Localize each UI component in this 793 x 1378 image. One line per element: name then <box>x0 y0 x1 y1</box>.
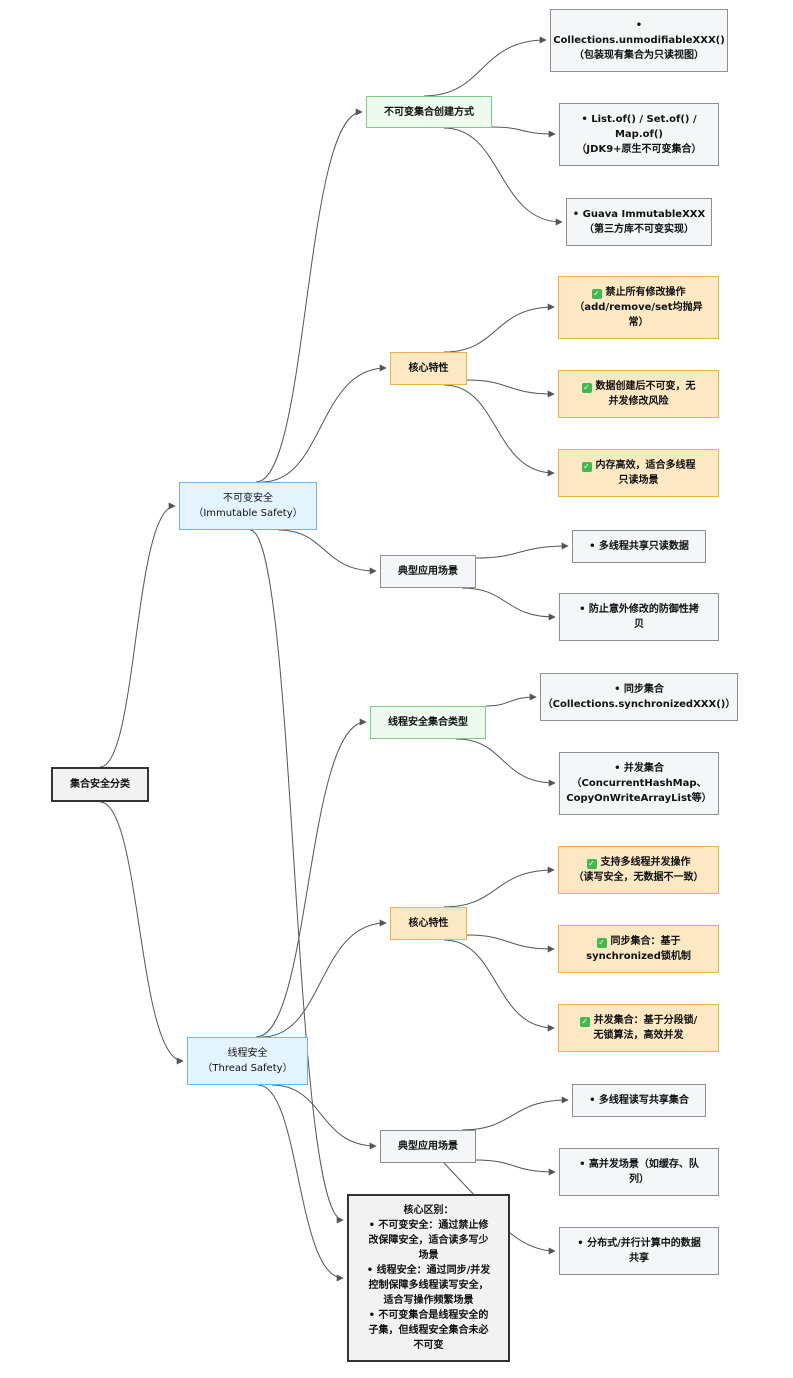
immutable-features-node: 核心特性 <box>390 352 467 385</box>
thread-scenario-item-1: • 多线程读写共享集合 <box>572 1084 706 1117</box>
immutable-creation-item-1: • Collections.unmodifiableXXX() （包装现有集合为… <box>550 9 728 72</box>
thread-scenario-item-2: • 高并发场景（如缓存、队 列） <box>559 1148 719 1196</box>
immutable-creation-node: 不可变集合创建方式 <box>366 96 492 128</box>
thread-features-label: 核心特性 <box>408 918 449 929</box>
thread-types-node: 线程安全集合类型 <box>370 706 486 739</box>
edge-creation-to-item-1 <box>423 36 547 97</box>
edge-thread-to-scenarios <box>271 1084 377 1150</box>
edge-thread-to-types <box>255 718 367 1038</box>
edge-creation-to-item-3 <box>443 127 563 226</box>
edge-immutable-to-creation <box>255 108 363 483</box>
thread-title-line-2: （Thread Safety） <box>202 1063 293 1074</box>
edge-ifeatures-to-item-1 <box>443 303 555 353</box>
edge-tfeatures-to-item-2 <box>466 934 555 953</box>
edge-root-to-thread <box>99 801 184 1065</box>
edge-tfeatures-to-item-1 <box>443 866 555 908</box>
edge-iscenarios-to-item-2 <box>461 587 556 621</box>
thread-feature-item-1: ✓支持多线程并发操作 （读写安全，无数据不一致） <box>558 846 719 894</box>
root-label: 集合安全分类 <box>70 779 130 790</box>
thread-scenarios-node: 典型应用场景 <box>380 1130 476 1163</box>
thread-safety-node: 线程安全 （Thread Safety） <box>187 1037 308 1085</box>
immutable-scenario-item-1: • 多线程共享只读数据 <box>572 530 706 563</box>
immutable-feature-item-3: ✓内存高效，适合多线程 只读场景 <box>558 449 719 497</box>
edge-tfeatures-to-item-3 <box>443 939 555 1032</box>
immutable-scenarios-node: 典型应用场景 <box>380 555 476 588</box>
edge-tscenarios-to-item-1 <box>461 1096 569 1131</box>
edge-iscenarios-to-item-1 <box>475 542 569 559</box>
check-icon: ✓ <box>579 1017 590 1027</box>
check-icon: ✓ <box>581 383 592 393</box>
edge-tscenarios-to-item-3 <box>443 1162 556 1255</box>
edge-ifeatures-to-item-3 <box>443 384 555 477</box>
edge-tscenarios-to-item-2 <box>475 1159 556 1176</box>
edge-creation-to-item-2 <box>491 126 556 138</box>
immutable-creation-label: 不可变集合创建方式 <box>384 106 474 118</box>
check-icon: ✓ <box>591 289 602 299</box>
edge-types-to-item-2 <box>455 738 556 787</box>
core-difference-note: 核心区别： • 不可变安全：通过禁止修 改保障安全，适合读多写少 场景 • 线程… <box>347 1194 510 1362</box>
immutable-features-label: 核心特性 <box>408 363 449 374</box>
thread-type-item-2: • 并发集合 （ConcurrentHashMap、 CopyOnWriteAr… <box>559 752 719 815</box>
edge-root-to-immutable <box>99 502 176 768</box>
immutable-scenarios-label: 典型应用场景 <box>398 566 458 577</box>
immutable-title-line-1: 不可变安全 <box>223 493 273 504</box>
root-node: 集合安全分类 <box>51 767 149 802</box>
immutable-feature-item-2: ✓数据创建后不可变，无 并发修改风险 <box>558 370 719 418</box>
immutable-scenario-item-2: • 防止意外修改的防御性拷 贝 <box>559 593 719 641</box>
edge-thread-to-note <box>257 1084 344 1282</box>
immutable-creation-item-3: • Guava ImmutableXXX （第三方库不可变实现） <box>566 198 712 246</box>
thread-feature-item-3: ✓并发集合：基于分段锁/ 无锁算法，高效并发 <box>558 1004 719 1052</box>
immutable-title-line-2: （Immutable Safety） <box>193 508 303 519</box>
immutable-safety-node: 不可变安全 （Immutable Safety） <box>179 482 317 530</box>
edge-immutable-to-note <box>249 529 344 1224</box>
check-icon: ✓ <box>586 859 597 869</box>
check-icon: ✓ <box>596 938 607 948</box>
thread-type-item-1: • 同步集合 （Collections.synchronizedXXX()） <box>540 673 738 721</box>
edge-ifeatures-to-item-2 <box>466 379 555 398</box>
thread-scenarios-label: 典型应用场景 <box>398 1141 458 1152</box>
thread-types-label: 线程安全集合类型 <box>388 717 468 728</box>
edge-thread-to-features <box>261 919 387 1038</box>
check-icon: ✓ <box>581 462 592 472</box>
edge-types-to-item-1 <box>485 693 537 707</box>
thread-features-node: 核心特性 <box>390 907 467 940</box>
edge-immutable-to-scenarios <box>277 529 377 575</box>
edge-immutable-to-features <box>261 364 387 483</box>
thread-title-line-1: 线程安全 <box>227 1048 268 1059</box>
immutable-creation-item-2: • List.of() / Set.of() / Map.of() （JDK9+… <box>559 103 719 166</box>
immutable-feature-item-1: ✓禁止所有修改操作 （add/remove/set均抛异 常） <box>558 276 719 339</box>
thread-feature-item-2: ✓同步集合：基于 synchronized锁机制 <box>558 925 719 973</box>
thread-scenario-item-3: • 分布式/并行计算中的数据 共享 <box>559 1227 719 1275</box>
